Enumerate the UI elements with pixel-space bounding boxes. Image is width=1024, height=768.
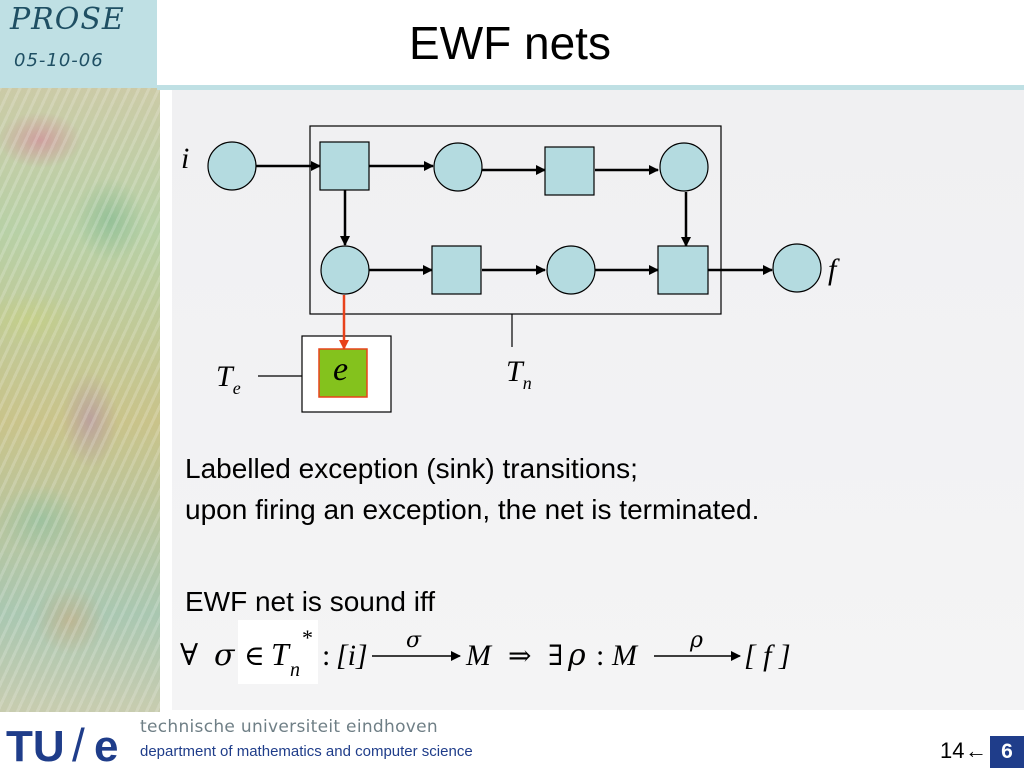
place-p4: [546, 245, 596, 295]
university-name: technische universiteit eindhoven: [140, 717, 438, 737]
formula-colon-1: :: [322, 639, 330, 672]
logo-tu: TU: [6, 722, 65, 768]
forall-symbol: ∀: [180, 638, 198, 673]
petri-net-diagram: i f e Te Tn: [181, 125, 840, 413]
project-tag: PROSE: [10, 2, 125, 37]
place-p1: [433, 142, 483, 192]
formula-final-marking: [ f ]: [744, 639, 791, 672]
place-p2: [659, 142, 709, 192]
formula-m-1: M: [465, 639, 493, 672]
formula-m-2: M: [611, 639, 639, 672]
fractal-texture: [0, 0, 160, 768]
formula-highlight: [238, 620, 318, 684]
implies-symbol: ⇒: [508, 639, 531, 672]
start-place-label: i: [181, 142, 189, 175]
project-tag-box: PROSE 05-10-06: [0, 0, 157, 88]
exists-symbol: ∃: [548, 639, 563, 672]
exception-net-label: Te: [216, 360, 241, 398]
formula-n-subscript: n: [290, 659, 300, 681]
slide-number-badge: 6: [990, 736, 1024, 768]
body-line-3: EWF net is sound iff: [185, 586, 436, 617]
formula-star: *: [302, 625, 313, 650]
body-line-2: upon firing an exception, the net is ter…: [185, 494, 760, 525]
decorative-fractal-strip: [0, 0, 160, 768]
rho-symbol: ρ: [567, 638, 586, 673]
logo-e: e: [94, 722, 118, 768]
transition-t3: [431, 245, 482, 295]
rho-over-arrow: ρ: [689, 628, 703, 653]
tue-logo: TU / e: [6, 719, 118, 768]
body-line-1: Labelled exception (sink) transitions;: [185, 453, 638, 484]
department-name: department of mathematics and computer s…: [140, 743, 473, 760]
place-f: [772, 243, 822, 293]
exception-label: e: [333, 351, 348, 388]
element-of-symbol: ∈: [244, 639, 265, 672]
slide-date: 05-10-06: [14, 50, 104, 71]
sigma-over-arrow: σ: [406, 628, 422, 653]
exception-transition: [318, 348, 368, 398]
back-arrow-icon[interactable]: ←: [965, 738, 987, 763]
transition-t2: [544, 146, 595, 196]
transition-t4: [657, 245, 709, 295]
formula-initial-marking: [i]: [336, 639, 368, 672]
slide-title: EWF nets: [409, 17, 611, 69]
formula-colon-2: :: [596, 639, 604, 672]
header-bar: [157, 0, 1024, 90]
logo-slash: /: [72, 719, 85, 768]
main-net-label: Tn: [506, 355, 532, 393]
formula-t: T: [271, 636, 291, 672]
main-net-boundary: [309, 125, 722, 315]
page-number: 14: [940, 738, 965, 763]
footer-bar: [0, 712, 1024, 768]
place-p3: [320, 245, 370, 295]
sigma-symbol: σ: [214, 638, 236, 673]
transition-t1: [319, 141, 370, 191]
place-i: [207, 141, 257, 191]
